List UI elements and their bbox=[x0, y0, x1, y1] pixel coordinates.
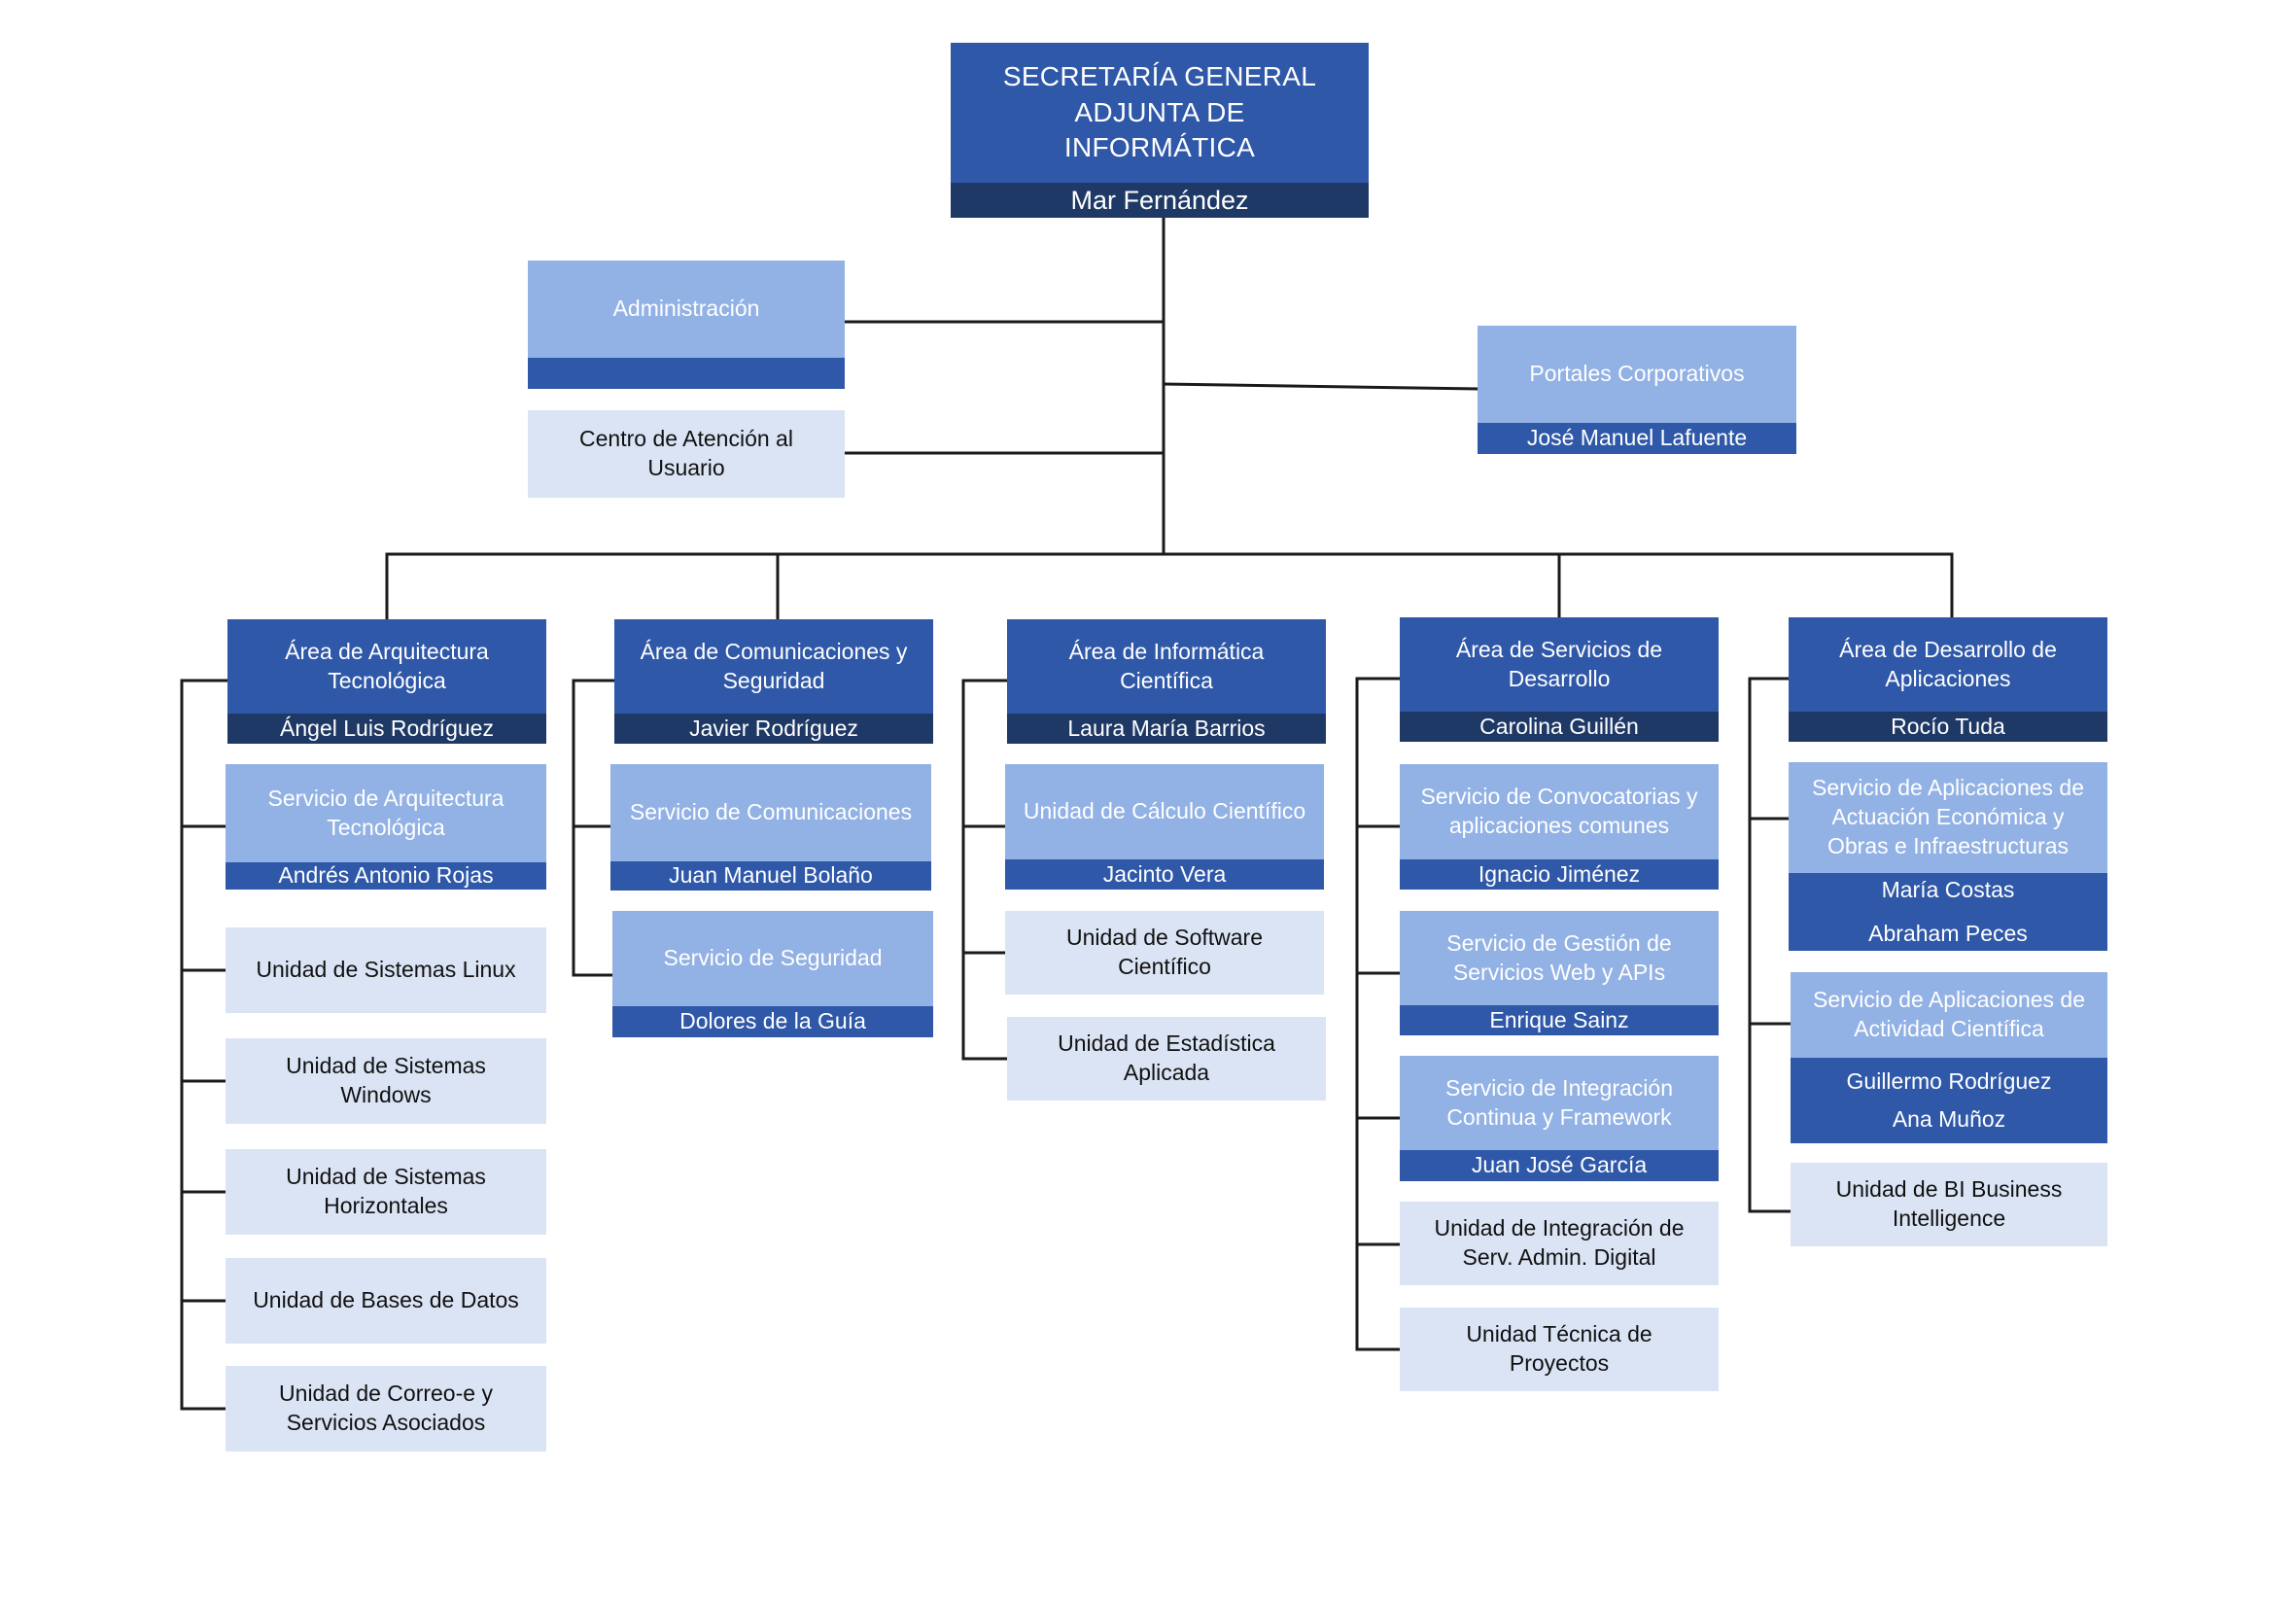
service-integracion-continua-person: Juan José García bbox=[1400, 1150, 1719, 1181]
service-actividad-cientifica-person-2: Ana Muñoz bbox=[1892, 1106, 2006, 1132]
area-informatica-cientifica-person: Laura María Barrios bbox=[1007, 714, 1326, 744]
service-actuacion-economica-person-1: María Costas bbox=[1881, 876, 2015, 902]
service-integracion-continua-title: Servicio de Integración Continua y Frame… bbox=[1445, 1074, 1673, 1130]
administracion-person bbox=[528, 358, 845, 389]
service-actividad-cientifica-people: Guillermo Rodríguez Ana Muñoz bbox=[1791, 1058, 2107, 1143]
unit-tecnica-proyectos-title: Unidad Técnica de Proyectos bbox=[1466, 1321, 1652, 1376]
service-actuacion-economica-person-2: Abraham Peces bbox=[1868, 921, 2028, 946]
service-arquitectura-box: Servicio de Arquitectura Tecnológica And… bbox=[226, 764, 546, 890]
service-convocatorias-person: Ignacio Jiménez bbox=[1400, 859, 1719, 890]
unit-bases-datos-title: Unidad de Bases de Datos bbox=[253, 1287, 519, 1313]
service-comunicaciones-person: Juan Manuel Bolaño bbox=[610, 861, 931, 891]
service-actividad-cientifica-title: Servicio de Aplicaciones de Actividad Ci… bbox=[1813, 987, 2085, 1041]
area-comunicaciones-box: Área de Comunicaciones y Seguridad Javie… bbox=[614, 619, 933, 744]
unit-correo-box: Unidad de Correo-e y Servicios Asociados bbox=[226, 1366, 546, 1451]
service-actuacion-economica-people: María Costas Abraham Peces bbox=[1789, 873, 2107, 951]
unit-estadistica-aplicada-title: Unidad de Estadística Aplicada bbox=[1058, 1031, 1275, 1085]
service-comunicaciones-box: Servicio de Comunicaciones Juan Manuel B… bbox=[610, 764, 931, 891]
unit-calculo-cientifico-box: Unidad de Cálculo Científico Jacinto Ver… bbox=[1005, 764, 1324, 890]
area-informatica-cientifica-box: Área de Informática Científica Laura Mar… bbox=[1007, 619, 1326, 744]
service-actividad-cientifica-person-1: Guillermo Rodríguez bbox=[1846, 1067, 2052, 1094]
unit-software-cientifico-box: Unidad de Software Científico bbox=[1005, 911, 1324, 995]
unit-correo-title: Unidad de Correo-e y Servicios Asociados bbox=[279, 1381, 493, 1435]
area-desarrollo-aplicaciones-person: Rocío Tuda bbox=[1789, 712, 2107, 742]
area-arquitectura-box: Área de Arquitectura Tecnológica Ángel L… bbox=[227, 619, 546, 744]
unit-calculo-cientifico-title: Unidad de Cálculo Científico bbox=[1023, 798, 1306, 824]
portales-box: Portales Corporativos José Manuel Lafuen… bbox=[1478, 326, 1796, 454]
service-arquitectura-title: Servicio de Arquitectura Tecnológica bbox=[267, 785, 504, 840]
unit-bi-title: Unidad de BI Business Intelligence bbox=[1835, 1176, 2063, 1231]
area-servicios-desarrollo-title: Área de Servicios de Desarrollo bbox=[1455, 636, 1663, 691]
area-comunicaciones-person: Javier Rodríguez bbox=[614, 714, 933, 744]
unit-sistemas-horizontales-title: Unidad de Sistemas Horizontales bbox=[286, 1164, 486, 1218]
unit-sistemas-horizontales-box: Unidad de Sistemas Horizontales bbox=[226, 1149, 546, 1235]
root-person: Mar Fernández bbox=[951, 183, 1369, 218]
portales-person: José Manuel Lafuente bbox=[1478, 423, 1796, 454]
unit-bi-box: Unidad de BI Business Intelligence bbox=[1791, 1163, 2107, 1246]
unit-bases-datos-box: Unidad de Bases de Datos bbox=[226, 1258, 546, 1344]
administracion-title: Administración bbox=[612, 296, 760, 322]
service-convocatorias-title: Servicio de Convocatorias y aplicaciones… bbox=[1420, 784, 1698, 838]
unit-integracion-admin-digital-title: Unidad de Integración de Serv. Admin. Di… bbox=[1434, 1215, 1685, 1270]
connector-portales-branch bbox=[1162, 382, 1479, 391]
unit-software-cientifico-title: Unidad de Software Científico bbox=[1065, 925, 1263, 979]
service-convocatorias-box: Servicio de Convocatorias y aplicaciones… bbox=[1400, 764, 1719, 890]
service-seguridad-title: Servicio de Seguridad bbox=[663, 945, 883, 971]
root-box: SECRETARÍA GENERAL ADJUNTA DE INFORMÁTIC… bbox=[951, 43, 1369, 218]
service-gestion-web-title: Servicio de Gestión de Servicios Web y A… bbox=[1446, 929, 1672, 985]
area-arquitectura-person: Ángel Luis Rodríguez bbox=[227, 714, 546, 744]
unit-sistemas-linux-title: Unidad de Sistemas Linux bbox=[256, 957, 516, 983]
service-seguridad-box: Servicio de Seguridad Dolores de la Guía bbox=[612, 911, 933, 1037]
unit-tecnica-proyectos-box: Unidad Técnica de Proyectos bbox=[1400, 1308, 1719, 1391]
unit-sistemas-linux-box: Unidad de Sistemas Linux bbox=[226, 927, 546, 1013]
administracion-box: Administración bbox=[528, 261, 845, 389]
area-arquitectura-title: Área de Arquitectura Tecnológica bbox=[285, 638, 489, 693]
unit-estadistica-aplicada-box: Unidad de Estadística Aplicada bbox=[1007, 1017, 1326, 1101]
root-title: SECRETARÍA GENERAL ADJUNTA DE INFORMÁTIC… bbox=[1002, 61, 1317, 163]
area-desarrollo-aplicaciones-title: Área de Desarrollo de Aplicaciones bbox=[1839, 636, 2057, 691]
area-informatica-cientifica-title: Área de Informática Científica bbox=[1068, 638, 1265, 693]
service-arquitectura-person: Andrés Antonio Rojas bbox=[226, 862, 546, 890]
service-actuacion-economica-box: Servicio de Aplicaciones de Actuación Ec… bbox=[1789, 762, 2107, 951]
area-desarrollo-aplicaciones-box: Área de Desarrollo de Aplicaciones Rocío… bbox=[1789, 617, 2107, 742]
portales-title: Portales Corporativos bbox=[1529, 361, 1745, 387]
service-actuacion-economica-title: Servicio de Aplicaciones de Actuación Ec… bbox=[1812, 775, 2084, 858]
service-gestion-web-person: Enrique Sainz bbox=[1400, 1005, 1719, 1035]
service-integracion-continua-box: Servicio de Integración Continua y Frame… bbox=[1400, 1056, 1719, 1181]
unit-sistemas-windows-box: Unidad de Sistemas Windows bbox=[226, 1038, 546, 1124]
area-servicios-desarrollo-person: Carolina Guillén bbox=[1400, 712, 1719, 742]
unit-sistemas-windows-title: Unidad de Sistemas Windows bbox=[286, 1053, 486, 1107]
unit-calculo-cientifico-person: Jacinto Vera bbox=[1005, 859, 1324, 890]
service-comunicaciones-title: Servicio de Comunicaciones bbox=[629, 799, 913, 825]
area-comunicaciones-title: Área de Comunicaciones y Seguridad bbox=[640, 638, 908, 693]
service-seguridad-person: Dolores de la Guía bbox=[612, 1006, 933, 1037]
cau-box: Centro de Atención al Usuario bbox=[528, 410, 845, 498]
unit-integracion-admin-digital-box: Unidad de Integración de Serv. Admin. Di… bbox=[1400, 1202, 1719, 1285]
cau-title: Centro de Atención al Usuario bbox=[579, 426, 793, 480]
service-actividad-cientifica-box: Servicio de Aplicaciones de Actividad Ci… bbox=[1791, 972, 2107, 1143]
area-servicios-desarrollo-box: Área de Servicios de Desarrollo Carolina… bbox=[1400, 617, 1719, 742]
service-gestion-web-box: Servicio de Gestión de Servicios Web y A… bbox=[1400, 911, 1719, 1035]
